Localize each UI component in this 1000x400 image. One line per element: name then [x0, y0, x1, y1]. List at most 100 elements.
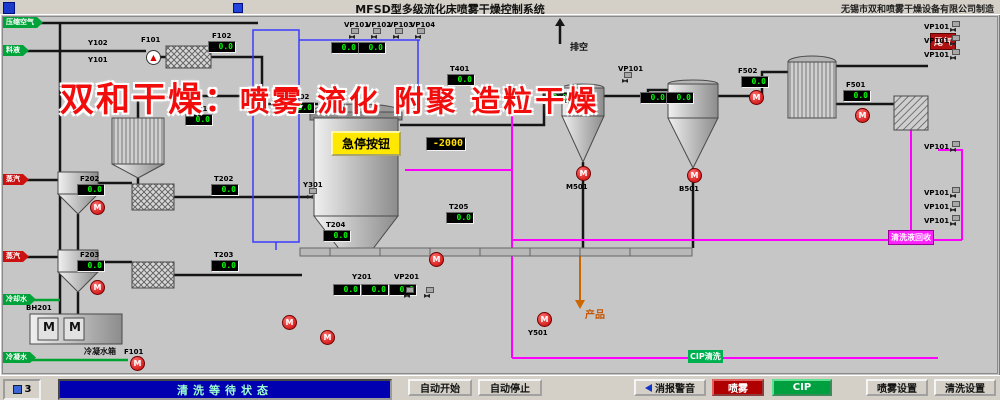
- flow-label: CIP清洗: [688, 350, 723, 363]
- equipment-tag: M: [43, 320, 55, 334]
- value-display: 0.0: [361, 284, 389, 296]
- equipment-tag: F501: [846, 81, 866, 89]
- equipment-tag: VP104: [410, 21, 436, 29]
- fan-icon[interactable]: ▲: [146, 50, 161, 65]
- valve-icon[interactable]: ▸◂: [307, 188, 318, 201]
- counter-value: 3: [24, 384, 32, 395]
- valve-icon[interactable]: ▸◂: [415, 28, 426, 41]
- equipment-tag: T205: [449, 203, 469, 211]
- equipment-tag: VP101: [924, 51, 950, 59]
- equipment-tag: F102: [212, 32, 232, 40]
- cip-button[interactable]: CIP: [772, 379, 832, 396]
- status-message: 清洗等待状态: [58, 379, 392, 400]
- valve-icon[interactable]: ▸◂: [950, 21, 961, 34]
- equipment-tag: F502: [738, 67, 758, 75]
- valve-icon[interactable]: ▸◂: [950, 215, 961, 228]
- flow-label: 尾气: [930, 33, 957, 50]
- equipment-tag: T204: [326, 221, 346, 229]
- pump-icon[interactable]: M: [320, 330, 335, 345]
- value-display: 0.0: [666, 92, 694, 104]
- pump-icon[interactable]: M: [687, 168, 702, 183]
- equipment-tag: Y201: [352, 273, 372, 281]
- valve-icon[interactable]: ▸◂: [950, 187, 961, 200]
- equipment-tag: T401: [450, 65, 470, 73]
- value-display: 0.0: [843, 90, 871, 102]
- valve-icon[interactable]: ▸◂: [349, 28, 360, 41]
- valve-icon[interactable]: ▸◂: [950, 201, 961, 214]
- value-display: 0.0: [446, 212, 474, 224]
- watermark-slogan: 喷雾 流化 附聚 造粒干燥: [240, 84, 600, 118]
- value-display: 0.0: [358, 42, 386, 54]
- equipment-tag: VP101: [924, 23, 950, 31]
- equipment-tag: Y101: [88, 56, 108, 64]
- auto-start-button[interactable]: 自动开始: [408, 379, 472, 396]
- equipment-tag: VP101: [618, 65, 644, 73]
- valve-icon[interactable]: ▸◂: [424, 287, 435, 300]
- spray-button[interactable]: 喷雾: [712, 379, 764, 396]
- equipment-tag: M501: [566, 183, 588, 191]
- value-display: 0.0: [333, 284, 361, 296]
- source-label: 料液: [3, 45, 29, 56]
- value-display: 0.0: [640, 92, 668, 104]
- equipment-tag: VP101: [924, 37, 950, 45]
- value-display: 0.0: [211, 184, 239, 196]
- clean-settings-button[interactable]: 清洗设置: [934, 379, 996, 396]
- valve-icon[interactable]: ▸◂: [404, 287, 415, 300]
- source-label: 蒸汽: [3, 174, 29, 185]
- pump-icon[interactable]: M: [749, 90, 764, 105]
- value-display: 0.0: [208, 41, 236, 53]
- equipment-tag: Y501: [528, 329, 548, 337]
- valve-icon[interactable]: ▸◂: [950, 35, 961, 48]
- value-display: 0.0: [331, 42, 359, 54]
- flow-label: 冷凝水箱: [84, 347, 116, 356]
- pump-icon[interactable]: M: [130, 356, 145, 371]
- valve-icon[interactable]: ▸◂: [371, 28, 382, 41]
- control-bar: 3 清洗等待状态 自动开始 自动停止 消报警音 喷雾 CIP 喷雾设置 清洗设置: [0, 375, 1000, 400]
- equipment-tag: F202: [80, 175, 100, 183]
- equipment-tag: VP101: [924, 203, 950, 211]
- alarm-mute-button[interactable]: 消报警音: [634, 379, 706, 396]
- flow-label: 排空: [570, 43, 589, 53]
- value-display: 0.0: [323, 230, 351, 242]
- spray-settings-button[interactable]: 喷雾设置: [866, 379, 928, 396]
- equipment-tag: BH201: [26, 304, 52, 312]
- equipment-tag: VP101: [924, 217, 950, 225]
- flow-label: 产品: [585, 310, 605, 321]
- auto-stop-button[interactable]: 自动停止: [478, 379, 542, 396]
- value-display: -2000: [426, 137, 466, 151]
- pump-icon[interactable]: M: [90, 200, 105, 215]
- status-led-icon: [233, 3, 243, 13]
- equipment-tag: VP101: [924, 189, 950, 197]
- valve-icon[interactable]: ▸◂: [393, 28, 404, 41]
- valve-icon[interactable]: ▸◂: [950, 49, 961, 62]
- pump-icon[interactable]: M: [282, 315, 297, 330]
- equipment-tag: VP102: [366, 21, 392, 29]
- value-display: 0.0: [741, 76, 769, 88]
- equipment-tag: VP103: [388, 21, 414, 29]
- value-display: 0.0: [211, 260, 239, 272]
- value-display: 0.0: [77, 184, 105, 196]
- valve-icon[interactable]: ▸◂: [950, 141, 961, 154]
- pump-icon[interactable]: M: [855, 108, 870, 123]
- valve-icon[interactable]: ▸◂: [622, 72, 633, 85]
- source-label: 蒸汽: [3, 251, 29, 262]
- equipment-tag: VP101: [344, 21, 370, 29]
- value-display: 0.0: [77, 260, 105, 272]
- equipment-tag: Y102: [88, 39, 108, 47]
- pump-icon[interactable]: M: [90, 280, 105, 295]
- emergency-stop-button[interactable]: 急停按钮: [331, 131, 402, 156]
- equipment-tag: VP201: [394, 273, 420, 281]
- page-title: MFSD型多级流化床喷雾干燥控制系统: [355, 3, 545, 16]
- pump-icon[interactable]: M: [429, 252, 444, 267]
- counter-led-icon: [12, 385, 22, 394]
- flow-label: 清洗液回收: [888, 230, 934, 245]
- equipment-tag: B501: [679, 185, 699, 193]
- pump-icon[interactable]: M: [576, 166, 591, 181]
- counter-box[interactable]: 3: [3, 379, 41, 400]
- equipment-tag: M: [69, 320, 81, 334]
- equipment-tag: Y301: [303, 181, 323, 189]
- equipment-tag: T203: [214, 251, 234, 259]
- pump-icon[interactable]: M: [537, 312, 552, 327]
